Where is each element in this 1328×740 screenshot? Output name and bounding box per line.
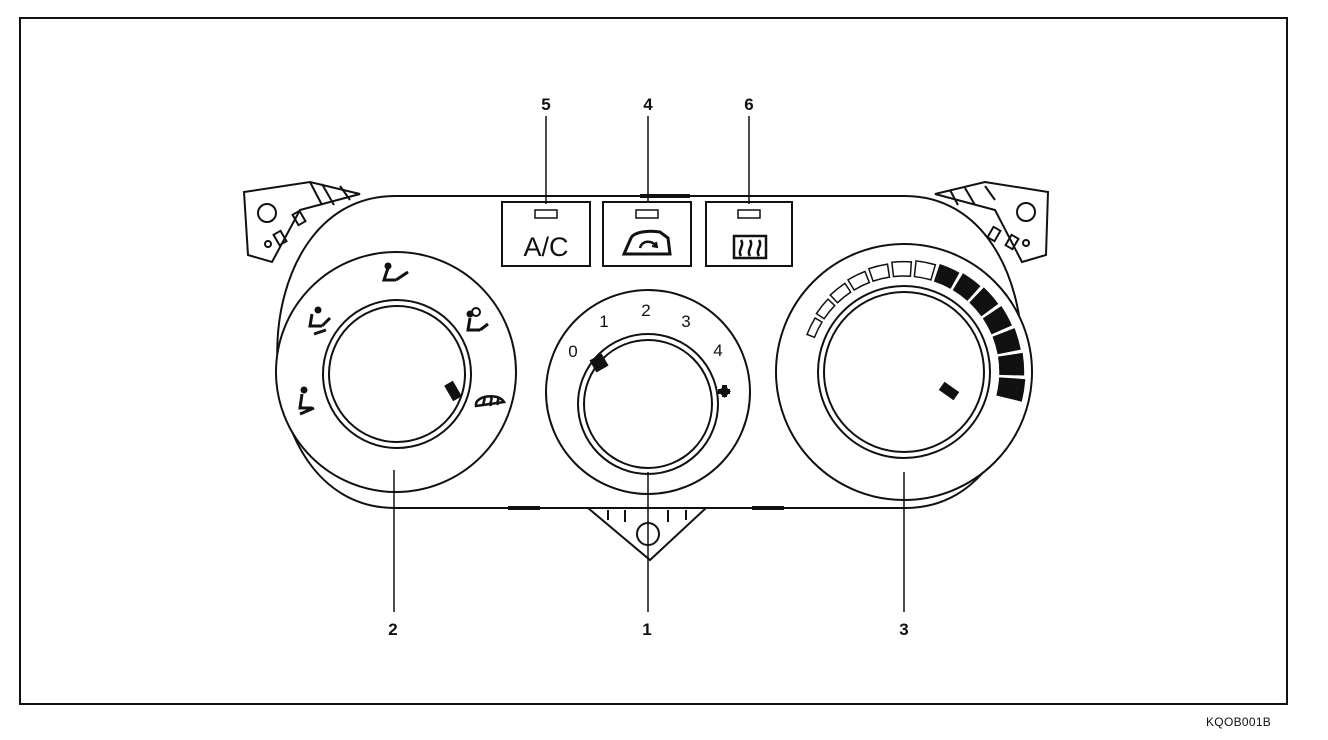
callout-leaders bbox=[393, 116, 905, 612]
ac-indicator-lamp bbox=[534, 209, 558, 219]
fan-speed-pointer bbox=[589, 353, 609, 373]
temperature-scale-segment bbox=[867, 263, 891, 283]
callout-1: 1 bbox=[642, 620, 651, 639]
callout-5: 5 bbox=[541, 95, 550, 114]
temperature-scale-segment bbox=[913, 260, 937, 281]
floor-defrost-vent-icon bbox=[466, 307, 489, 332]
temperature-dial[interactable] bbox=[817, 285, 991, 459]
callout-3: 3 bbox=[899, 620, 908, 639]
fan-scale-3: 3 bbox=[681, 312, 690, 331]
rear-defrost-indicator-lamp bbox=[737, 209, 761, 219]
recirculation-indicator-lamp bbox=[635, 209, 659, 219]
mode-selector-dial[interactable] bbox=[322, 299, 472, 449]
temperature-scale-segment bbox=[998, 352, 1025, 376]
callout-4: 4 bbox=[643, 95, 653, 114]
temperature-scale-segment bbox=[952, 273, 981, 301]
temperature-scale-segment bbox=[806, 316, 824, 339]
windshield-defrost-icon bbox=[474, 394, 507, 408]
rear-defrost-icon bbox=[732, 234, 768, 260]
fan-scale-0: 0 bbox=[568, 342, 577, 361]
button-group: A/C bbox=[501, 201, 793, 267]
callout-2: 2 bbox=[388, 620, 397, 639]
bottom-mounting-tab bbox=[585, 507, 709, 562]
ac-button-label: A/C bbox=[523, 232, 568, 262]
temperature-scale-segment bbox=[829, 282, 852, 304]
diagram-frame bbox=[19, 17, 1288, 705]
air-recirculation-icon bbox=[621, 229, 672, 256]
temperature-scale-segment bbox=[982, 305, 1012, 335]
figure-code: KQOB001B bbox=[1206, 715, 1272, 729]
face-vent-icon bbox=[381, 262, 409, 282]
fan-scale-4: 4 bbox=[713, 341, 722, 360]
temperature-scale-segment bbox=[815, 298, 836, 320]
fan-scale-1: 1 bbox=[599, 312, 608, 331]
bilevel-vent-icon bbox=[308, 306, 332, 336]
temperature-scale-segment bbox=[933, 264, 960, 289]
temperature-scale-segment bbox=[846, 270, 871, 292]
fan-scale-2: 2 bbox=[641, 301, 650, 320]
mode-selector-knob[interactable] bbox=[275, 251, 517, 493]
temperature-knob[interactable] bbox=[775, 243, 1033, 501]
floor-vent-icon bbox=[298, 386, 315, 416]
temperature-gradient-scale bbox=[806, 260, 1026, 402]
temperature-pointer bbox=[938, 381, 960, 401]
callout-6: 6 bbox=[744, 95, 753, 114]
right-mounting-bracket bbox=[934, 180, 1050, 264]
temperature-scale-segment bbox=[891, 260, 913, 278]
temperature-scale-segment bbox=[992, 328, 1021, 355]
temperature-scale-segment bbox=[996, 377, 1026, 402]
mode-selector-pointer bbox=[444, 380, 462, 402]
left-mounting-bracket bbox=[242, 180, 361, 264]
temperature-scale-segment bbox=[969, 287, 999, 317]
fan-speed-knob[interactable]: 0 1 2 3 4 bbox=[545, 289, 751, 495]
